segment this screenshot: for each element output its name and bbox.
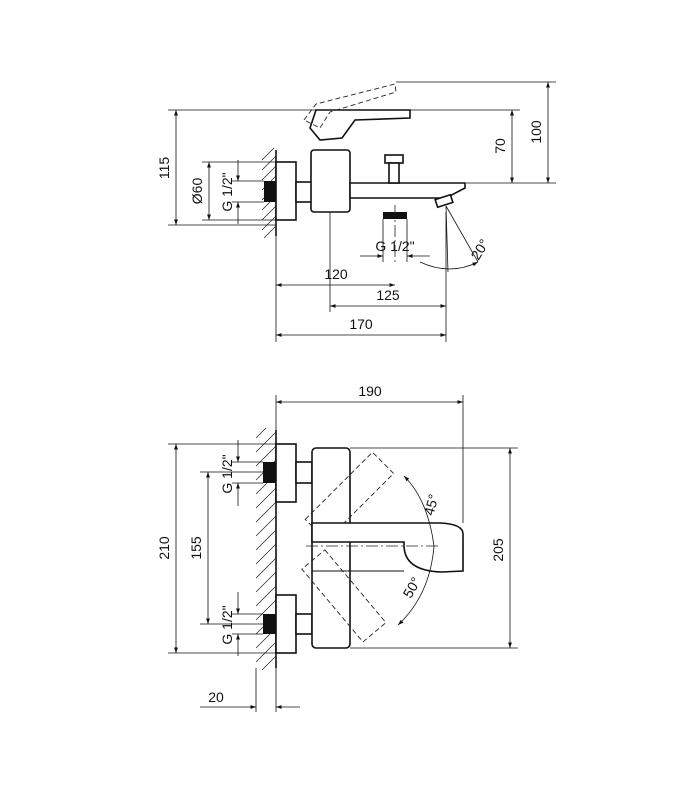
lower-connector — [275, 594, 297, 654]
mixer-body-front — [311, 447, 351, 649]
dim-155: 155 — [188, 471, 263, 625]
spout-side — [349, 182, 466, 199]
side-view: 100 70 115 Ø60 G 1/2" — [156, 81, 556, 342]
dim-120-label: 120 — [324, 266, 348, 282]
dim-205-label: 205 — [490, 538, 506, 562]
lever-handle-front — [311, 522, 464, 573]
front-view: 45° 50° 190 205 210 155 — [156, 383, 518, 712]
diverter-knob — [384, 154, 404, 164]
dim-angle-20: 20° — [419, 205, 492, 273]
dim-outlet-thread: G 1/2" — [360, 219, 430, 262]
lever-handle-raised — [303, 83, 397, 129]
dim-20: 20 — [200, 668, 300, 712]
dim-125-label: 125 — [376, 287, 400, 303]
dim-125: 125 — [329, 212, 447, 342]
upper-connector — [275, 443, 297, 503]
dim-115-label: 115 — [156, 157, 172, 180]
dim-155-label: 155 — [188, 536, 204, 560]
dim-lower-thread-label: G 1/2" — [219, 605, 235, 644]
upper-inlet-thread — [263, 462, 276, 483]
diverter-stem — [388, 162, 400, 184]
dim-inlet-thread-label: G 1/2" — [219, 172, 235, 211]
dim-diameter-60-label: Ø60 — [189, 178, 205, 205]
dim-inlet-thread: G 1/2" — [219, 160, 264, 224]
mixer-body-side — [310, 149, 351, 213]
dim-210: 210 — [156, 443, 276, 654]
dim-diameter-60: Ø60 — [189, 161, 276, 221]
dim-205: 205 — [350, 447, 518, 649]
dim-20-label: 20 — [208, 689, 224, 705]
dim-lower-thread: G 1/2" — [219, 592, 263, 656]
lower-inlet-thread — [263, 614, 276, 634]
dim-70-label: 70 — [492, 138, 508, 154]
dim-190: 190 — [275, 383, 464, 523]
connector-stub-top — [295, 181, 313, 203]
upper-connector-stub — [295, 461, 313, 484]
lower-connector-stub — [295, 613, 313, 635]
dim-70: 70 — [410, 109, 520, 183]
inlet-thread-top — [264, 181, 276, 202]
dim-170: 170 — [276, 316, 446, 337]
dim-170-label: 170 — [349, 316, 373, 332]
spout-tip-side — [434, 193, 454, 209]
dim-100-label: 100 — [528, 120, 544, 144]
dim-210-label: 210 — [156, 536, 172, 560]
dim-upper-thread: G 1/2" — [219, 440, 263, 506]
lever-handle-side — [309, 109, 411, 141]
dim-angle-20-label: 20° — [467, 236, 492, 262]
dim-115: 115 — [156, 109, 316, 226]
wall-connector-top — [275, 161, 297, 221]
dim-upper-thread-label: G 1/2" — [219, 454, 235, 493]
dim-190-label: 190 — [358, 383, 382, 399]
dim-100: 100 — [396, 81, 556, 184]
angle-45-label: 45° — [421, 492, 442, 517]
dim-outlet-thread-label: G 1/2" — [375, 238, 414, 254]
